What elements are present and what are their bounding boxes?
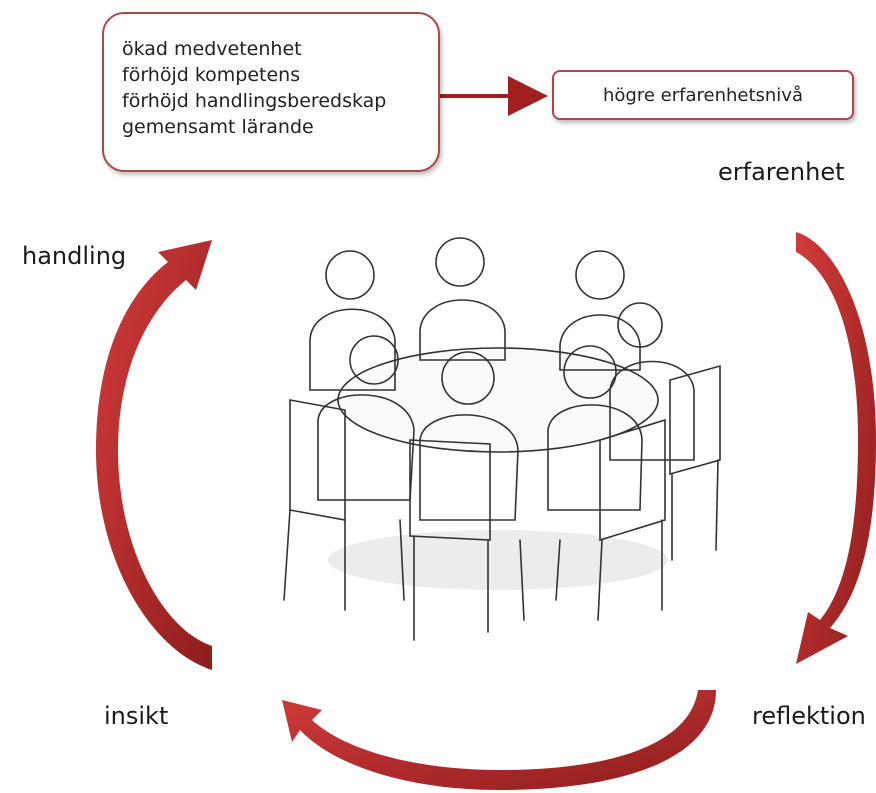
outcomes-box: ökad medvetenhet förhöjd kompetens förhö…	[102, 12, 440, 172]
arrow-insight-to-action	[96, 240, 212, 670]
chair	[599, 418, 666, 542]
person-head	[349, 335, 399, 385]
arrow-experience-to-reflection	[796, 232, 876, 664]
person-head	[563, 345, 617, 399]
chair	[669, 364, 721, 476]
outcome-item: förhöjd handlingsberedskap	[122, 90, 387, 112]
experience-level-label: högre erfarenhetsnivå	[603, 84, 803, 106]
stage-label-insight: insikt	[104, 702, 169, 730]
person-head	[575, 250, 625, 300]
outcome-item: förhöjd kompetens	[122, 64, 301, 86]
person-head	[617, 302, 663, 348]
round-table	[337, 347, 659, 453]
person-head	[441, 351, 495, 405]
stage-label-experience: erfarenhet	[718, 158, 845, 186]
chair	[409, 439, 491, 541]
person-head	[435, 237, 485, 287]
person-head	[325, 250, 375, 300]
stage-label-reflection: reflektion	[752, 702, 866, 730]
experience-level-box: högre erfarenhetsnivå	[552, 70, 854, 120]
group-discussion-illustration	[283, 237, 721, 641]
stage-label-action: handling	[22, 242, 127, 270]
outcome-item: gemensamt lärande	[122, 116, 314, 138]
arrow-reflection-to-insight	[282, 690, 716, 790]
outcomes-list: ökad medvetenhet förhöjd kompetens förhö…	[122, 36, 386, 140]
outcome-item: ökad medvetenhet	[122, 38, 302, 60]
